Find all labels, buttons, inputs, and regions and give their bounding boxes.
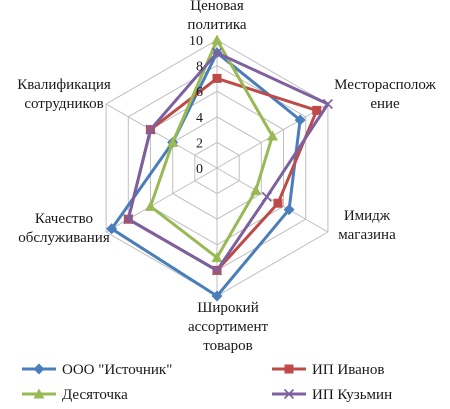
legend-item: ИП Кузьмин (272, 387, 392, 403)
data-point (167, 136, 179, 147)
legend-item: ООО "Источник" (22, 362, 172, 378)
data-point (266, 130, 278, 141)
grid-spoke (105, 103, 218, 169)
data-point (211, 47, 223, 58)
data-point (294, 114, 306, 126)
data-point (283, 204, 295, 216)
legend-label: ООО "Источник" (62, 362, 172, 378)
legend-item: Десяточка (22, 387, 128, 403)
series-4 (123, 47, 333, 276)
data-point (123, 214, 134, 225)
legend-label: Десяточка (62, 387, 128, 403)
tick-label: 10 (189, 34, 203, 49)
data-point (106, 223, 118, 235)
tick-labels: 0 2 4 6 8 10 (189, 34, 203, 177)
data-point (250, 184, 262, 195)
data-point (261, 191, 272, 202)
tick-label: 6 (196, 85, 203, 100)
data-point (144, 200, 156, 211)
tick-label: 0 (196, 162, 203, 177)
data-point (211, 265, 223, 276)
legend-item: ИП Иванов (272, 362, 384, 378)
data-point (211, 290, 223, 302)
data-point (312, 105, 322, 115)
data-point (145, 124, 156, 135)
grid-spoke (216, 167, 329, 233)
data-point (322, 98, 333, 110)
data-point (273, 198, 283, 208)
legend-label: ИП Кузьмин (312, 387, 392, 403)
radar-series (106, 34, 333, 302)
data-point (211, 34, 223, 45)
tick-label: 2 (196, 136, 203, 151)
data-point (212, 73, 222, 83)
tick-label: 4 (196, 111, 203, 126)
tick-label: 8 (196, 60, 203, 75)
legend-label: ИП Иванов (312, 362, 384, 378)
data-point (211, 252, 223, 263)
series-2 (123, 73, 322, 275)
series-3 (144, 34, 278, 263)
